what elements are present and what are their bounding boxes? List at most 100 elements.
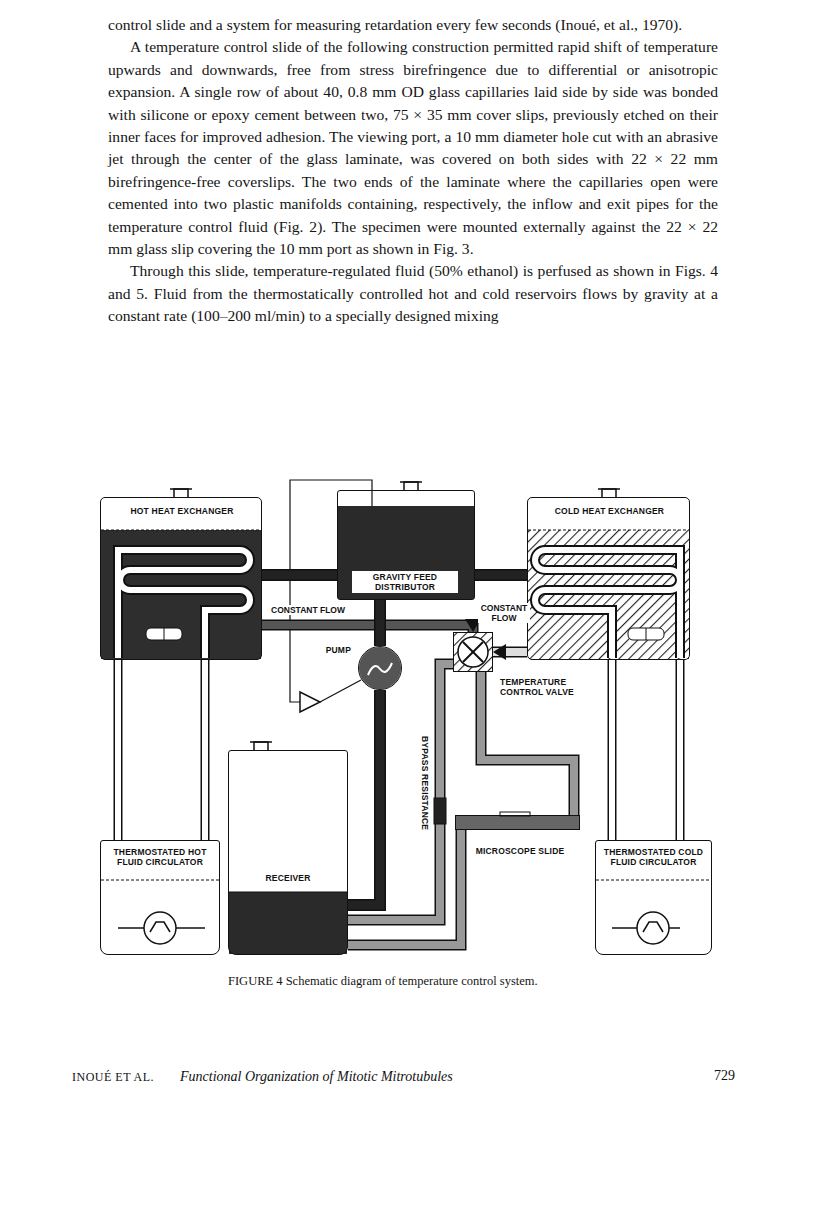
- node-label: HOT HEAT EXCHANGER: [105, 506, 259, 516]
- pipe-fluid: [262, 625, 473, 632]
- drawing-rect: [628, 628, 664, 640]
- drawing-polygon: [300, 692, 320, 712]
- pipe: [205, 660, 206, 840]
- drawing-rect: [229, 892, 347, 954]
- drawing-rect: [338, 506, 474, 599]
- drawing-path: [174, 489, 188, 497]
- node-label: RECEIVER: [233, 873, 343, 883]
- drawing-line: [596, 880, 711, 881]
- paragraph: Through this slide, temperature-regulate…: [108, 260, 718, 327]
- running-title: Functional Organization of Mitotic Mitro…: [180, 1069, 453, 1085]
- pipe-outline: [608, 660, 617, 840]
- paragraph: A temperature control slide of the follo…: [108, 36, 718, 260]
- heat-exchanger: HOT HEAT EXCHANGER: [100, 497, 262, 660]
- drawing-line: [164, 628, 165, 640]
- distributor-tank: GRAVITY FEED DISTRIBUTOR: [337, 490, 475, 600]
- drawing-path: [118, 550, 250, 658]
- pipe-fluid: [262, 571, 337, 580]
- microscope-slide: MICROSCOPE SLIDE: [455, 815, 580, 830]
- pipe-fluid: [115, 660, 121, 840]
- drawing-line: [463, 642, 483, 662]
- flow-label: CONSTANT FLOW: [478, 603, 530, 623]
- drawing-line: [170, 488, 192, 490]
- body-text: control slide and a system for measuring…: [108, 14, 718, 328]
- drawing-rect: [146, 628, 182, 640]
- drawing-rect: [456, 816, 579, 829]
- pipe-fluid: [202, 660, 208, 840]
- flow-label: CONSTANT FLOW: [268, 605, 348, 615]
- drawing-line: [528, 530, 689, 531]
- pipe: [612, 660, 613, 840]
- node-label: PUMP: [326, 645, 351, 655]
- node-label: COLD HEAT EXCHANGER: [532, 506, 687, 516]
- drawing-path: [368, 663, 392, 675]
- drawing-line: [320, 680, 361, 702]
- drawing-rect: [454, 633, 492, 671]
- drawing-line: [118, 927, 144, 929]
- pipe-outline: [348, 690, 380, 905]
- drawing-path: [254, 742, 268, 750]
- arrow-head: [493, 644, 506, 660]
- drawing-rect: [528, 530, 689, 659]
- node-label: TEMPERATURE CONTROL VALVE: [500, 677, 594, 697]
- drawing-line: [598, 488, 620, 490]
- drawing-line: [176, 927, 205, 929]
- drawing-path: [535, 550, 680, 658]
- drawing-path: [643, 922, 663, 932]
- drawing-rect: [101, 530, 261, 659]
- pipe: [348, 664, 453, 920]
- circulator-bath: THERMOSTATED HOT FLUID CIRCULATOR: [100, 840, 220, 955]
- drawing-line: [612, 927, 637, 929]
- pipe-fluid: [609, 660, 615, 840]
- pipe-fluid: [376, 600, 385, 646]
- pipe-outline: [201, 660, 210, 840]
- heat-exchanger: COLD HEAT EXCHANGER: [527, 497, 690, 660]
- drawing-line: [101, 880, 219, 881]
- pipe: [118, 660, 119, 840]
- pipe: [380, 600, 381, 646]
- pipe: [262, 619, 481, 632]
- drawing-circle: [458, 637, 488, 667]
- pipe: [680, 660, 681, 840]
- drawing-line: [101, 530, 261, 531]
- drawing-path: [602, 489, 616, 497]
- pipe-outline: [348, 664, 453, 920]
- drawing-line: [400, 481, 422, 483]
- pump: PUMP: [358, 646, 402, 690]
- pipe: [475, 575, 527, 576]
- drawing-rect: [434, 798, 446, 824]
- drawing-path: [150, 922, 170, 932]
- receiver-tank: RECEIVER: [228, 750, 348, 955]
- vertical-label: BYPASS RESISTANCE: [420, 736, 430, 826]
- drawing-line: [646, 628, 647, 640]
- node-label: THERMOSTATED COLD FLUID CIRCULATOR: [602, 847, 705, 867]
- control-valve: TEMPERATURE CONTROL VALVE: [453, 632, 493, 672]
- paragraph: control slide and a system for measuring…: [108, 14, 718, 36]
- drawing-path: [535, 550, 680, 658]
- drawing-line: [229, 892, 347, 893]
- circulator-bath: THERMOSTATED COLD FLUID CIRCULATOR: [595, 840, 712, 955]
- drawing-circle: [359, 647, 401, 689]
- pipe-fluid: [677, 660, 683, 840]
- drawing-circle: [144, 912, 176, 944]
- pipe-outline: [262, 569, 337, 581]
- pipe-outline: [374, 600, 386, 646]
- page-number: 729: [714, 1068, 735, 1084]
- pipe-outline: [114, 660, 123, 840]
- running-head: INOUÉ ET AL.: [72, 1070, 154, 1085]
- pipe-outline: [475, 569, 527, 581]
- pipe-outline: [676, 660, 685, 840]
- drawing-path: [404, 482, 418, 490]
- drawing-path: [118, 550, 250, 658]
- pipe: [348, 690, 380, 905]
- pipe-fluid: [348, 690, 380, 905]
- drawing-line: [250, 741, 272, 743]
- node-label: GRAVITY FEED DISTRIBUTOR: [352, 571, 458, 593]
- pipe-fluid: [475, 571, 527, 580]
- figure-caption: FIGURE 4 Schematic diagram of temperatur…: [228, 974, 538, 989]
- drawing-g: [170, 482, 620, 750]
- drawing-circle: [637, 912, 669, 944]
- pipe: [262, 575, 337, 576]
